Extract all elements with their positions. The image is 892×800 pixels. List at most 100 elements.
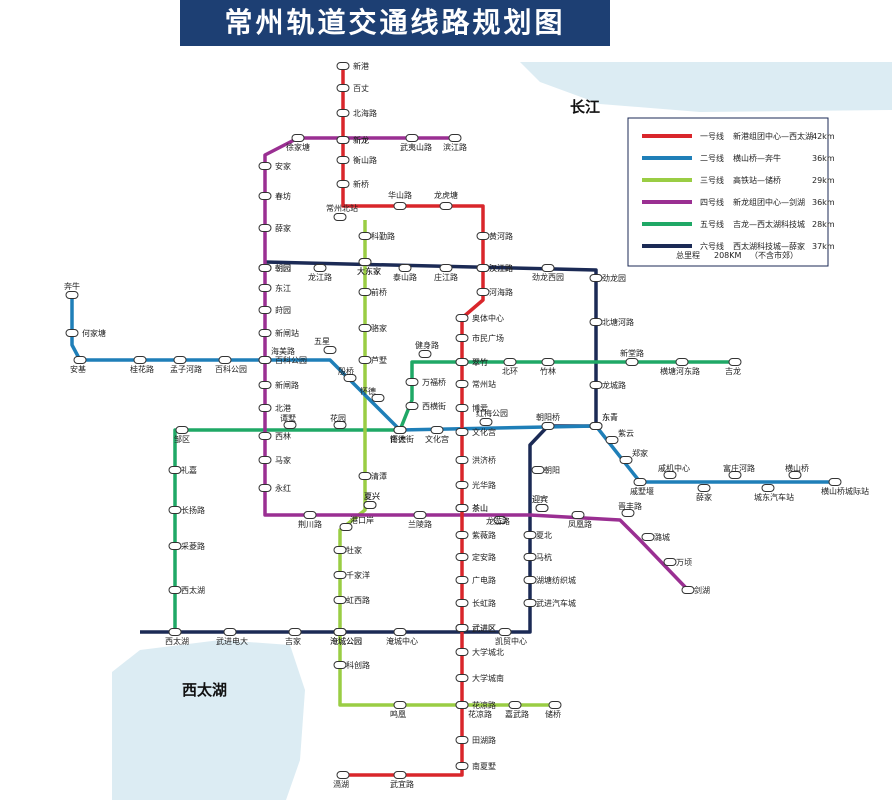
station-line6-0[interactable] <box>168 628 182 636</box>
station-line4-19[interactable] <box>413 511 427 519</box>
station-line5-2[interactable] <box>625 358 639 366</box>
station-line6-15[interactable] <box>589 318 603 326</box>
station-line4-9[interactable] <box>258 306 272 314</box>
station-line1-25[interactable] <box>455 648 469 656</box>
station-line6-22[interactable] <box>313 264 327 272</box>
station-line1-2[interactable] <box>336 109 350 117</box>
station-line1-8[interactable] <box>476 232 490 240</box>
station-line6-16[interactable] <box>589 274 603 282</box>
station-line2-9[interactable] <box>371 394 385 402</box>
station-line5-6[interactable] <box>418 350 432 358</box>
station-line2-0[interactable] <box>65 291 79 299</box>
station-line3-17[interactable] <box>548 701 562 709</box>
station-line6-2[interactable] <box>288 628 302 636</box>
station-line1-7[interactable] <box>439 202 453 210</box>
station-line1-10[interactable] <box>476 288 490 296</box>
station-line4-23[interactable] <box>571 511 585 519</box>
station-line3-9[interactable] <box>333 546 347 554</box>
station-line2-16[interactable] <box>619 456 633 464</box>
station-line1-23[interactable] <box>455 599 469 607</box>
station-line2-5[interactable] <box>218 356 232 364</box>
station-line1-22[interactable] <box>455 576 469 584</box>
station-line3-13[interactable] <box>333 661 347 669</box>
station-line2-12[interactable] <box>479 418 493 426</box>
station-line5-12[interactable] <box>175 426 189 434</box>
station-line6-8[interactable] <box>523 576 537 584</box>
station-line6-13[interactable] <box>589 422 603 430</box>
station-line5-8[interactable] <box>405 402 419 410</box>
station-line6-1[interactable] <box>223 628 237 636</box>
station-line2-21[interactable] <box>761 484 775 492</box>
station-line5-9[interactable] <box>393 426 407 434</box>
station-line4-16[interactable] <box>258 484 272 492</box>
station-line6-10[interactable] <box>523 531 537 539</box>
station-line5-0[interactable] <box>728 358 742 366</box>
station-line1-31[interactable] <box>336 771 350 779</box>
station-line6-11[interactable] <box>535 504 549 512</box>
station-line2-3[interactable] <box>133 356 147 364</box>
station-line4-18[interactable] <box>363 501 377 509</box>
station-line1-18[interactable] <box>455 481 469 489</box>
station-line3-15[interactable] <box>455 701 469 709</box>
station-line2-17[interactable] <box>633 478 647 486</box>
station-line1-12[interactable] <box>455 334 469 342</box>
station-line6-23[interactable] <box>258 264 272 272</box>
station-line4-21[interactable] <box>493 516 507 524</box>
station-line3-0[interactable] <box>333 213 347 221</box>
station-line2-8[interactable] <box>343 374 357 382</box>
station-line4-27[interactable] <box>681 586 695 594</box>
station-line3-1[interactable] <box>358 232 372 240</box>
station-line1-16[interactable] <box>455 428 469 436</box>
station-line6-17[interactable] <box>541 264 555 272</box>
station-line6-6[interactable] <box>498 628 512 636</box>
station-line4-25[interactable] <box>641 533 655 541</box>
station-line6-4[interactable] <box>393 628 407 636</box>
station-line1-26[interactable] <box>455 674 469 682</box>
station-line5-3[interactable] <box>541 358 555 366</box>
station-line1-5[interactable] <box>336 180 350 188</box>
station-line3-16[interactable] <box>508 701 522 709</box>
station-line1-1[interactable] <box>336 84 350 92</box>
station-line2-23[interactable] <box>828 478 842 486</box>
station-line4-13[interactable] <box>258 404 272 412</box>
station-line5-15[interactable] <box>168 542 182 550</box>
station-line6-20[interactable] <box>398 264 412 272</box>
station-line6-18[interactable] <box>476 264 490 272</box>
station-line2-22[interactable] <box>788 471 802 479</box>
station-line5-1[interactable] <box>675 358 689 366</box>
station-line2-4[interactable] <box>173 356 187 364</box>
station-line2-18[interactable] <box>663 471 677 479</box>
station-line5-14[interactable] <box>168 506 182 514</box>
station-line2-1[interactable] <box>65 329 79 337</box>
station-line4-26[interactable] <box>663 558 677 566</box>
station-line5-4[interactable] <box>503 358 517 366</box>
station-line5-13[interactable] <box>168 466 182 474</box>
station-line6-7[interactable] <box>523 599 537 607</box>
station-line4-5[interactable] <box>258 192 272 200</box>
station-line4-0[interactable] <box>336 136 350 144</box>
station-line1-21[interactable] <box>455 553 469 561</box>
station-line2-2[interactable] <box>73 356 87 364</box>
station-line1-11[interactable] <box>455 314 469 322</box>
station-line6-21[interactable] <box>358 258 372 266</box>
station-line3-10[interactable] <box>333 571 347 579</box>
station-line3-4[interactable] <box>358 324 372 332</box>
station-line3-14[interactable] <box>393 701 407 709</box>
station-line5-16[interactable] <box>168 586 182 594</box>
station-line1-14[interactable] <box>455 380 469 388</box>
station-line2-15[interactable] <box>605 436 619 444</box>
station-line1-6[interactable] <box>393 202 407 210</box>
station-line6-14[interactable] <box>589 381 603 389</box>
station-line2-19[interactable] <box>697 484 711 492</box>
station-line1-0[interactable] <box>336 62 350 70</box>
station-line1-4[interactable] <box>336 156 350 164</box>
station-line4-4[interactable] <box>258 162 272 170</box>
station-line4-24[interactable] <box>621 509 635 517</box>
station-line5-10[interactable] <box>333 421 347 429</box>
station-line6-19[interactable] <box>439 264 453 272</box>
station-line2-13[interactable] <box>541 422 555 430</box>
station-line4-10[interactable] <box>258 329 272 337</box>
station-line5-5[interactable] <box>455 358 469 366</box>
station-line6-3[interactable] <box>333 628 347 636</box>
station-line1-20[interactable] <box>455 531 469 539</box>
